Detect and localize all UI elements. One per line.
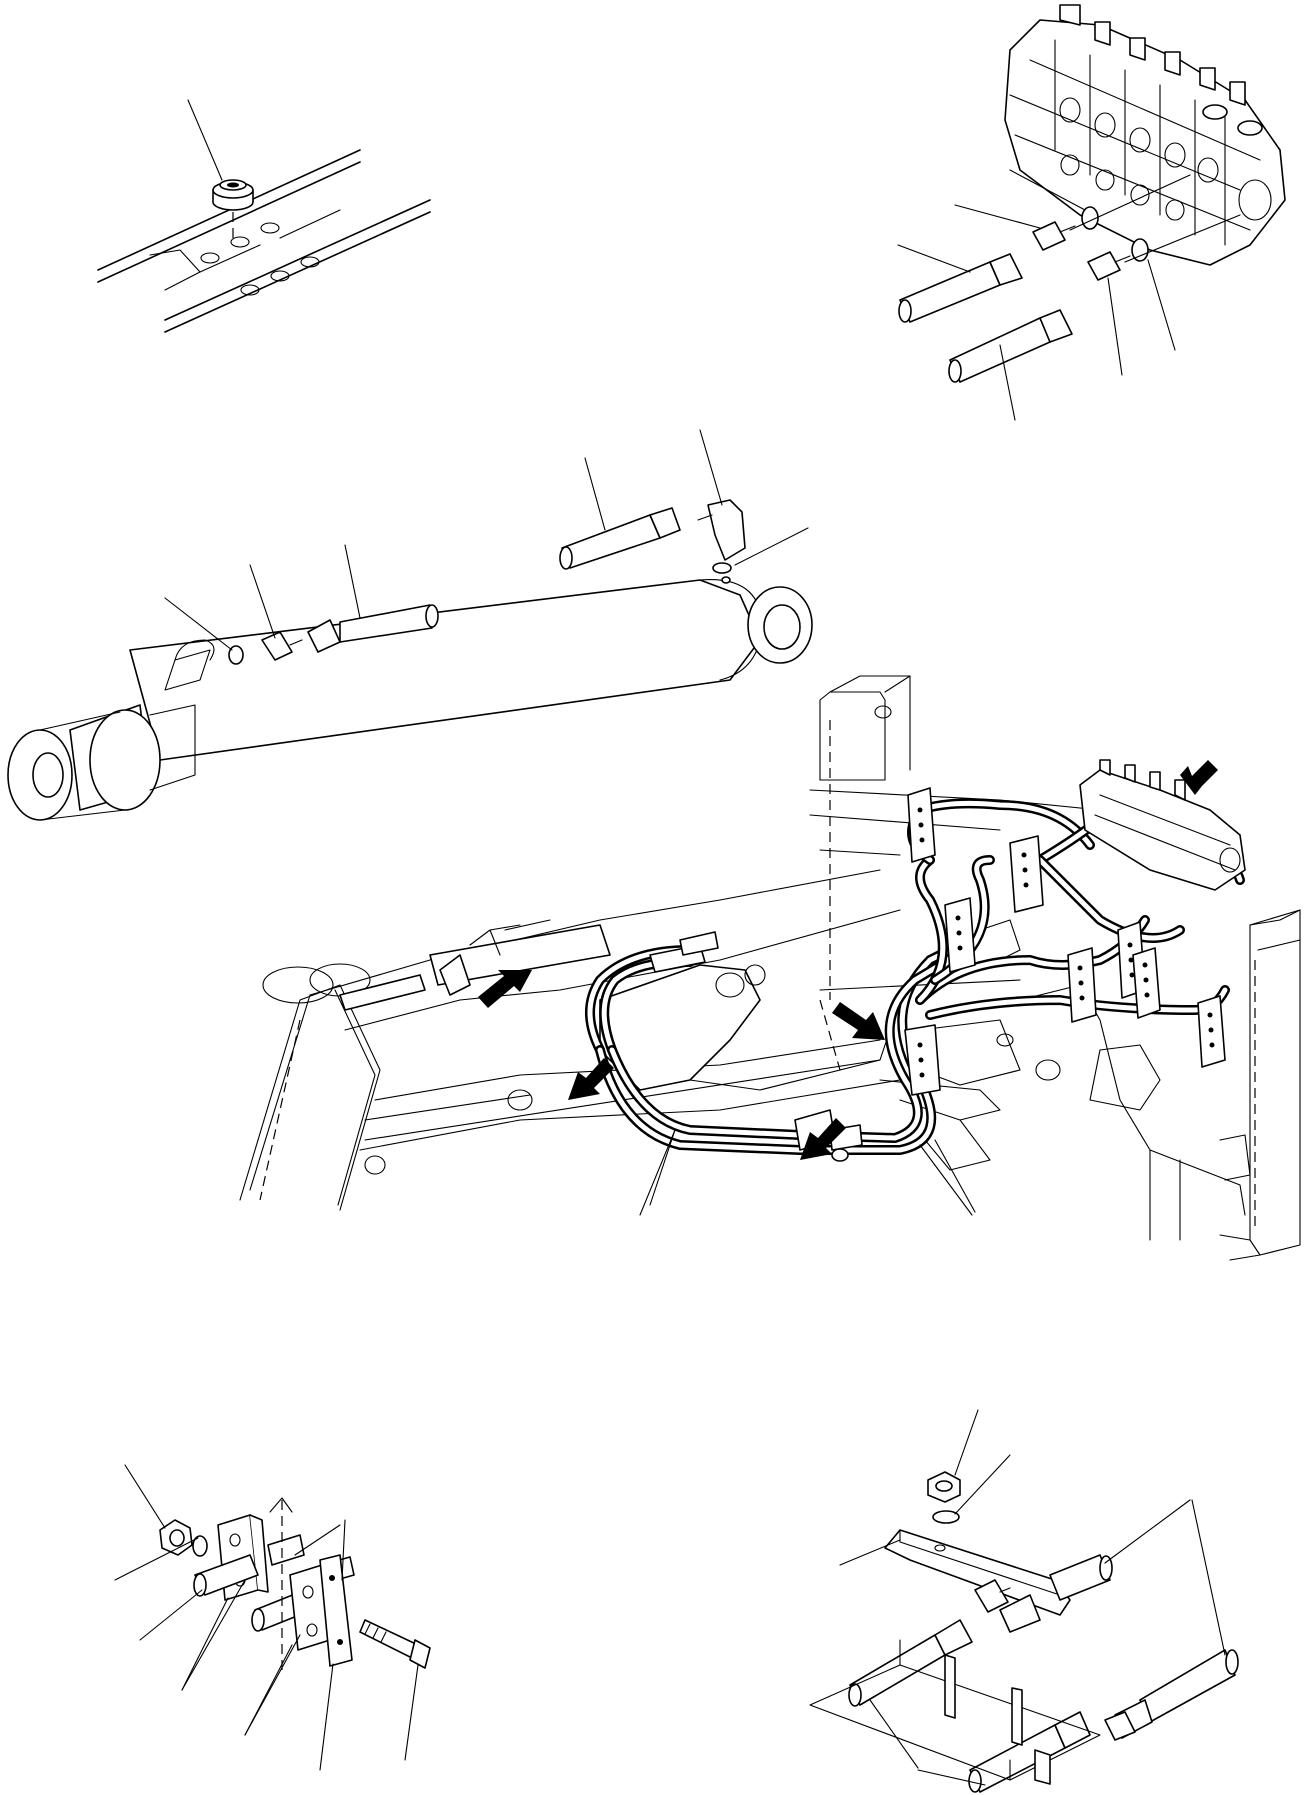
- leader-line: [999, 344, 1016, 421]
- leader-line: [1147, 259, 1176, 351]
- leader-line: [649, 1129, 676, 1206]
- leader-line: [869, 1699, 919, 1769]
- hose-end-part: [559, 507, 681, 570]
- plug-on-frame-view: [97, 99, 431, 333]
- leader-line: [919, 1144, 973, 1216]
- hose-segment: [193, 1554, 259, 1597]
- leader-line: [319, 1663, 334, 1771]
- leader-line: [584, 457, 606, 531]
- machine-frame: [809, 675, 1301, 1261]
- clamp-block: [944, 897, 976, 973]
- leader-line: [341, 1519, 346, 1581]
- leader-line: [1107, 277, 1123, 376]
- leader-line: [897, 244, 971, 273]
- washer-part: [192, 1535, 208, 1557]
- clamp-block: [1132, 947, 1161, 1019]
- cylinder-view: [7, 429, 813, 821]
- o-ring-part: [1131, 238, 1149, 262]
- nut-part: [927, 1471, 961, 1503]
- boom-cylinder: [339, 919, 611, 1011]
- leader-line: [1104, 1499, 1191, 1564]
- leader-line: [344, 544, 361, 619]
- main-hose-routing-view: [239, 675, 1301, 1261]
- adapter-part: [1104, 1711, 1136, 1741]
- clamp-block: [1009, 835, 1044, 913]
- leader-line: [954, 204, 1041, 229]
- clamp-block: [904, 1024, 941, 1096]
- arrow-indicator: [568, 1058, 614, 1100]
- clamp-block: [907, 787, 936, 863]
- arrow-indicator: [832, 1002, 885, 1040]
- leader-line: [164, 597, 233, 651]
- o-ring-part: [1081, 206, 1099, 230]
- leader-line: [294, 1524, 341, 1556]
- control-valve-small: [1079, 759, 1246, 891]
- leader-line: [699, 429, 723, 506]
- clamp-block: [1067, 947, 1097, 1023]
- adapter-part: [1032, 221, 1076, 251]
- clamp-block: [1197, 995, 1226, 1068]
- leader-line: [954, 1454, 1011, 1515]
- leader-line: [114, 1537, 199, 1581]
- hydraulic-cylinder: [7, 576, 813, 821]
- leader-line: [839, 1539, 901, 1566]
- hose-end-part: [898, 253, 1023, 323]
- leader-line: [181, 1579, 246, 1691]
- hose-end-part: [307, 604, 439, 653]
- o-ring-part: [228, 645, 244, 665]
- leader-line: [404, 1664, 419, 1761]
- arrow-indicator: [478, 970, 532, 1008]
- leader-line: [1009, 169, 1086, 211]
- leader-line: [124, 1464, 166, 1529]
- elbow-fitting-part: [697, 499, 746, 561]
- clamp-plate: [319, 1554, 353, 1667]
- leader-line: [244, 1634, 301, 1736]
- leader-line: [917, 1769, 986, 1786]
- plug-part: [212, 179, 254, 211]
- leader-line: [187, 99, 223, 181]
- clamp-assembly-view: [114, 1464, 431, 1771]
- control-valve-body: [1004, 4, 1286, 266]
- control-valve-view: [897, 4, 1286, 421]
- leader-line: [1191, 1499, 1226, 1656]
- hose-segment: [999, 1554, 1113, 1633]
- leader-line: [249, 564, 276, 639]
- adapter-part: [1087, 251, 1131, 281]
- bracket-part: [884, 1529, 1071, 1616]
- hose-bracket-view: [809, 1409, 1239, 1793]
- leader-line: [139, 1589, 203, 1641]
- o-ring-part: [712, 562, 732, 574]
- washer-part: [932, 1510, 960, 1524]
- leader-line: [954, 1409, 979, 1476]
- nut-part: [159, 1519, 193, 1556]
- hose-segment: [1114, 1649, 1239, 1739]
- leader-line: [934, 1139, 976, 1213]
- arrow-indicator: [1180, 760, 1218, 795]
- hose-end-part: [968, 1711, 1091, 1793]
- leader-line: [639, 1129, 676, 1216]
- adapter-part: [974, 1579, 1011, 1613]
- arrow-indicator: [800, 1118, 846, 1160]
- bolt-part: [359, 1619, 431, 1669]
- leader-line: [734, 527, 809, 566]
- coupling-part: [649, 931, 719, 973]
- leader-line: [181, 1597, 229, 1691]
- hose-end-part: [948, 309, 1073, 383]
